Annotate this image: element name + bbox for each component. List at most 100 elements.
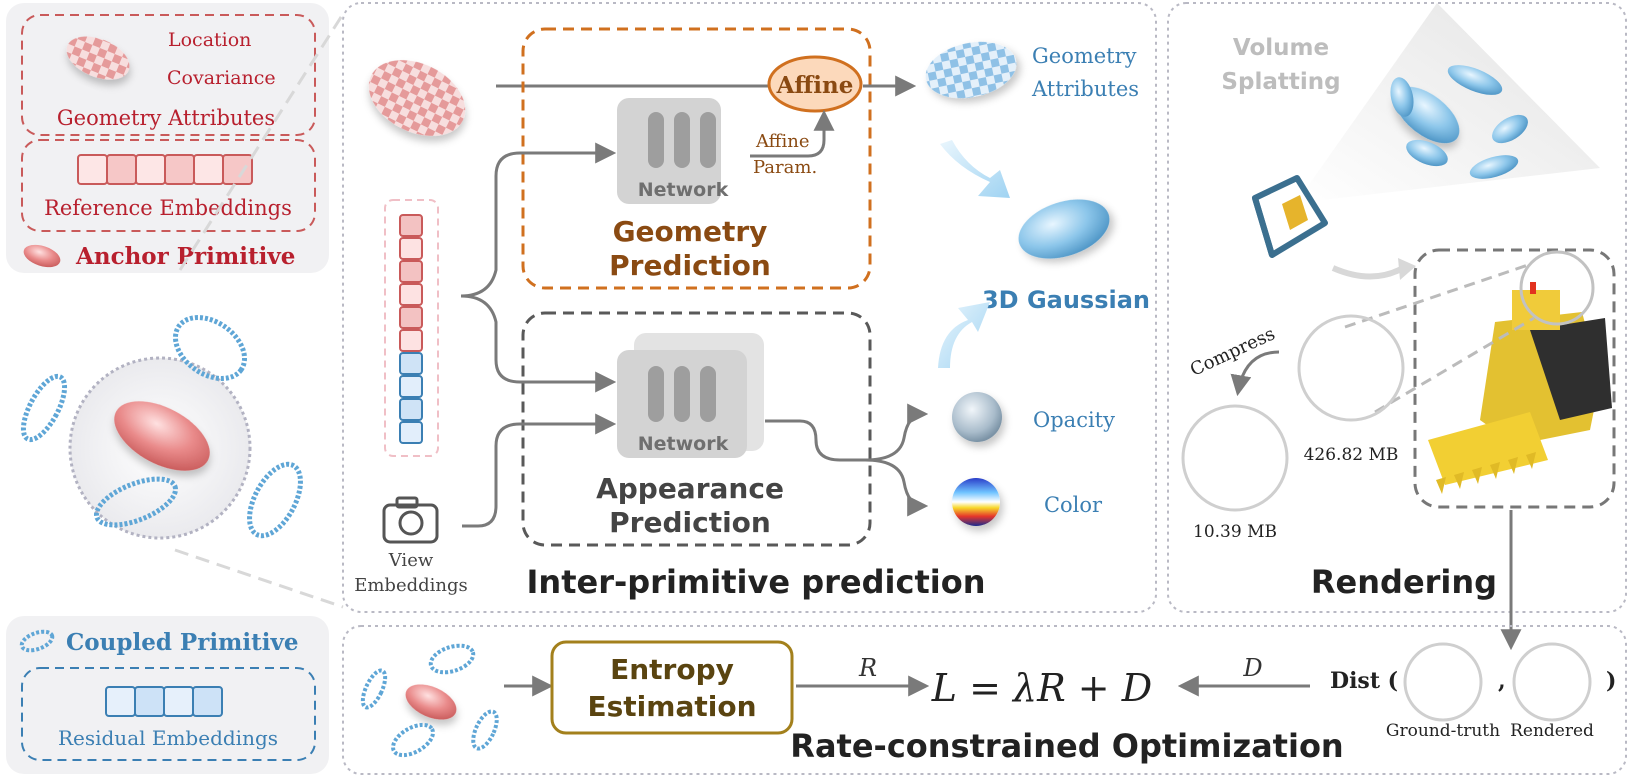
rendered-bulldozer bbox=[1428, 282, 1612, 494]
reference-embeddings-label: Reference Embeddings bbox=[44, 196, 292, 220]
dist-close-paren: ) bbox=[1606, 668, 1616, 694]
embedding-cell bbox=[399, 306, 423, 329]
embedding-to-appearance-arrow bbox=[460, 294, 617, 393]
camera-frustum-icon bbox=[1252, 175, 1328, 258]
network-output-line bbox=[765, 419, 865, 462]
entropy-estimation-label-1: Entropy bbox=[610, 653, 734, 686]
geometry-prediction-box bbox=[521, 27, 872, 290]
reference-embedding-cell bbox=[106, 154, 137, 185]
bucket-tooth bbox=[1472, 467, 1482, 484]
network-bar bbox=[674, 112, 690, 168]
embedding-cell bbox=[399, 237, 423, 260]
reference-embedding-cell bbox=[77, 154, 108, 185]
network-bar bbox=[700, 112, 716, 168]
geometry-attributes-label: Geometry Attributes bbox=[57, 106, 275, 130]
geometry-network bbox=[617, 98, 721, 204]
geometry-network-label: Network bbox=[638, 179, 729, 201]
rendering-panel-title: Rendering bbox=[1311, 563, 1497, 601]
compress-arrow bbox=[1230, 350, 1280, 397]
affine-param-label-1: Affine bbox=[755, 131, 809, 152]
primitive-group-icon bbox=[360, 643, 499, 758]
zoom-line-bottom bbox=[174, 548, 344, 609]
small-render-thumbnail bbox=[1181, 404, 1289, 512]
view-embeddings-label-2: Embeddings bbox=[354, 575, 468, 596]
small-size-label: 10.39 MB bbox=[1193, 522, 1277, 542]
appearance-prediction-title-2: Prediction bbox=[609, 506, 771, 539]
residual-embeddings-label: Residual Embeddings bbox=[58, 726, 278, 750]
network-bar bbox=[674, 366, 690, 422]
appearance-prediction-box bbox=[521, 311, 872, 547]
affine-param-label-2: Param. bbox=[753, 157, 817, 178]
embedding-cell bbox=[399, 398, 423, 421]
coupled-primitive-top bbox=[172, 315, 248, 381]
splat-ellipses bbox=[1390, 65, 1528, 179]
coupled-primitive-label: Coupled Primitive bbox=[66, 629, 299, 656]
coupled-legend-panel: Coupled Primitive Residual Embeddings bbox=[6, 616, 329, 774]
rendering-panel: Volume Splatting bbox=[1167, 2, 1627, 613]
color-label: Color bbox=[1044, 493, 1103, 517]
bucket-tooth bbox=[1436, 477, 1446, 494]
entropy-estimation-label-2: Estimation bbox=[588, 690, 757, 723]
render-flow-arrowhead bbox=[1398, 258, 1416, 280]
residual-embedding-cell bbox=[134, 686, 165, 717]
rendering-panel-border bbox=[1167, 2, 1627, 613]
residual-embedding-cell bbox=[105, 686, 136, 717]
optimization-panel: Entropy Estimation R L = λR + D D Dist (… bbox=[342, 625, 1627, 775]
compress-label: Compress bbox=[1187, 323, 1278, 380]
reference-embedding-cell bbox=[222, 154, 253, 185]
embedding-to-geometry-arrow bbox=[460, 142, 617, 298]
embedding-cell bbox=[399, 283, 423, 306]
render-flow-arrow bbox=[1331, 265, 1405, 280]
geometry-prediction-title-2: Prediction bbox=[609, 249, 771, 282]
residual-embedding-cells bbox=[105, 686, 223, 717]
geometry-attributes-output-icon bbox=[925, 41, 1017, 99]
zoom-line-a bbox=[1344, 263, 1529, 329]
zoom-line-b bbox=[1374, 316, 1535, 414]
geometry-attributes-output-2: Attributes bbox=[1031, 77, 1139, 101]
appearance-prediction-title-1: Appearance bbox=[596, 472, 784, 505]
prediction-panel-title: Inter-primitive prediction bbox=[527, 563, 986, 601]
bucket-tooth bbox=[1490, 462, 1500, 479]
embedding-column-border bbox=[384, 199, 439, 457]
optimization-panel-title: Rate-constrained Optimization bbox=[790, 727, 1343, 765]
zoom-source-circle bbox=[1519, 250, 1595, 326]
network-bar bbox=[648, 112, 664, 168]
flow-arrow-down bbox=[940, 140, 1010, 198]
view-to-appearance-arrow bbox=[462, 413, 617, 528]
loss-formula: L = λR + D bbox=[931, 666, 1152, 710]
prediction-panel-border bbox=[342, 2, 1157, 613]
geometry-attributes-output-1: Geometry bbox=[1032, 44, 1137, 68]
anchor-checker-icon bbox=[66, 36, 130, 80]
embedding-cell bbox=[399, 352, 423, 375]
bucket-tooth bbox=[1508, 457, 1518, 474]
coupled-primitive-zoom bbox=[93, 476, 179, 528]
render-output-box bbox=[1413, 248, 1616, 509]
opacity-icon bbox=[952, 392, 1002, 442]
view-embeddings-label-1: View bbox=[388, 550, 434, 571]
zoom-line-top bbox=[178, 13, 345, 271]
embedding-cell bbox=[399, 260, 423, 283]
distortion-symbol: D bbox=[1242, 654, 1262, 682]
output-to-color-arrow bbox=[864, 458, 929, 517]
anchor-primitive-label: Anchor Primitive bbox=[75, 243, 295, 270]
ground-truth-label: Ground-truth bbox=[1386, 721, 1500, 741]
geometry-prediction-title-1: Geometry bbox=[613, 215, 768, 248]
coupled-primitive-icon bbox=[19, 629, 55, 653]
anchor-primitive-icon bbox=[23, 244, 61, 268]
color-icon bbox=[952, 478, 1000, 526]
embedding-column-cells bbox=[399, 214, 423, 444]
network-bar bbox=[648, 366, 664, 422]
dist-comma: , bbox=[1498, 668, 1506, 694]
optimization-panel-border bbox=[342, 625, 1627, 775]
dist-label: Dist ( bbox=[1330, 668, 1398, 694]
covariance-label: Covariance bbox=[167, 67, 276, 89]
coupled-primitive-left bbox=[20, 373, 68, 443]
residual-embeddings-box bbox=[21, 667, 316, 761]
rate-symbol: R bbox=[858, 654, 877, 682]
anchor-primitive-zoom bbox=[114, 401, 210, 471]
network-bar bbox=[700, 366, 716, 422]
reference-embedding-cells bbox=[77, 154, 253, 185]
gaussian-label: 3D Gaussian bbox=[982, 286, 1150, 314]
embedding-cell bbox=[399, 214, 423, 237]
